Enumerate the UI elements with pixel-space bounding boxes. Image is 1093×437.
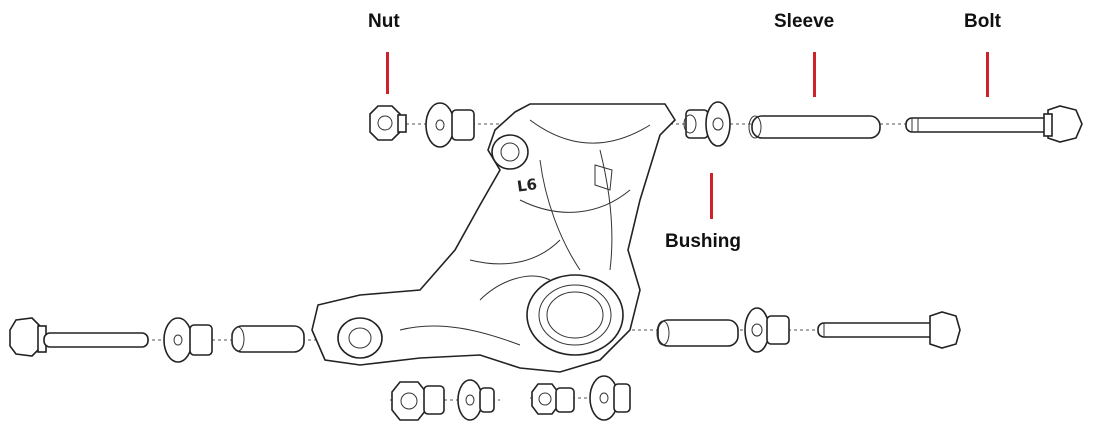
label-sleeve: Sleeve [774,11,835,32]
label-bolt: Bolt [964,11,1001,32]
upper-nut [369,105,407,141]
lower-right-bushing [744,307,790,353]
lower-left-bolt [9,317,149,357]
label-nut: Nut [368,11,400,32]
lower-right-bolt [817,311,961,349]
bottom-nut-right [531,383,575,415]
lower-eye [337,317,383,359]
knuckle-stamp: L6 [516,175,538,196]
upper-washer [425,102,475,148]
leader-line-nut [386,52,389,94]
leader-line-bushing [710,173,713,219]
lower-left-sleeve [231,325,305,353]
upper-eye [491,134,529,170]
lower-left-washer [163,317,213,363]
bottom-washer-right [589,375,631,421]
knuckle-body [311,103,677,373]
leader-line-bolt [986,52,989,97]
upper-bolt [905,105,1083,143]
bottom-washer-left [457,379,495,421]
bottom-nut-left [391,381,445,421]
upper-bushing [683,101,731,147]
lower-right-sleeve [656,319,739,347]
label-bushing: Bushing [665,231,741,252]
upper-sleeve [748,115,881,139]
leader-line-sleeve [813,52,816,97]
bearing-bore [526,274,624,356]
